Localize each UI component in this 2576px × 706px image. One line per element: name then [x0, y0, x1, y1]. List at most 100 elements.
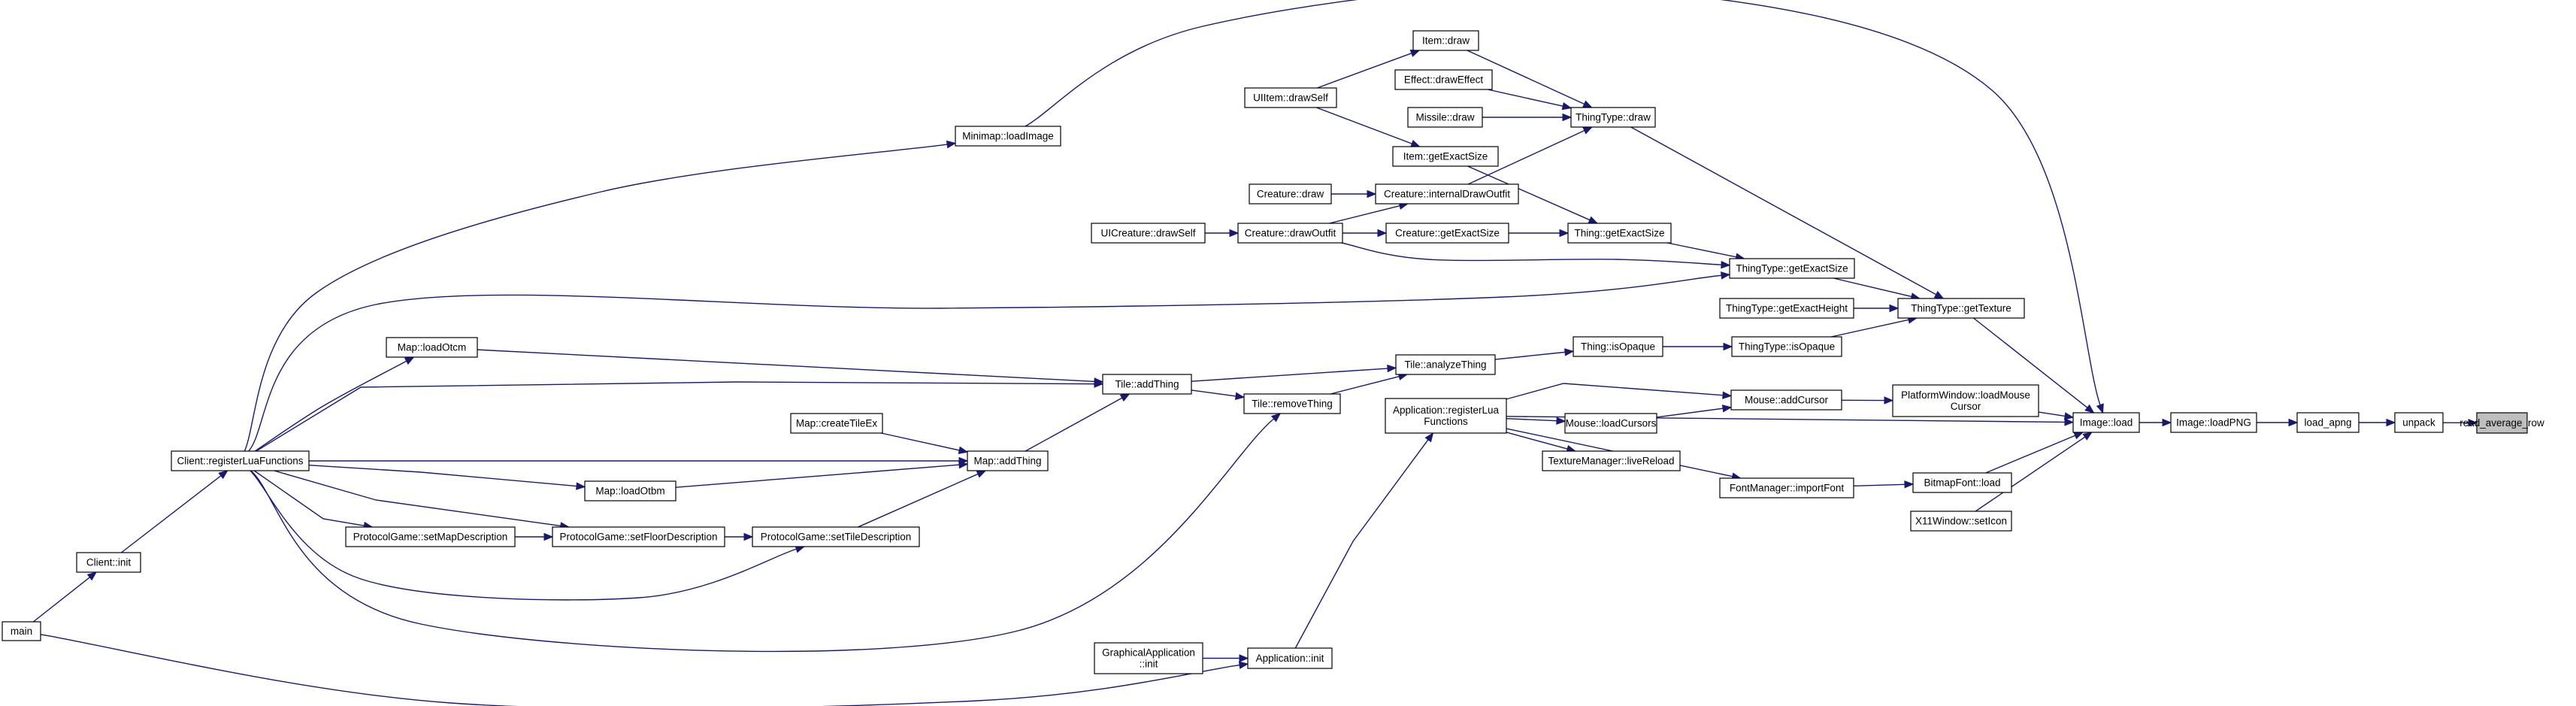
- node-label: PlatformWindow::loadMouse: [1901, 389, 2030, 401]
- edge-Client_registerLuaFunctions-to-ProtocolGame_setMapDescription: [253, 470, 374, 530]
- edge-arrowhead: [1564, 348, 1575, 356]
- node-Tile_addThing[interactable]: Tile::addThing: [1102, 374, 1192, 395]
- node-Thing_isOpaque[interactable]: Thing::isOpaque: [1573, 336, 1663, 357]
- node-ThingType_isOpaque[interactable]: ThingType::isOpaque: [1731, 336, 1842, 357]
- node-label: X11Window::setIcon: [1915, 516, 2007, 527]
- node-GraphicalApplication_init[interactable]: GraphicalApplication::init: [1094, 642, 1203, 674]
- edge-arrowhead: [2096, 403, 2104, 414]
- node-box: [967, 450, 1049, 471]
- edge-line: [1975, 436, 2086, 512]
- edge-UICreature_drawSelf-to-Creature_drawOutfit: [1205, 229, 1240, 238]
- node-Item_draw[interactable]: Item::draw: [1412, 30, 1479, 51]
- node-box: [1564, 413, 1657, 434]
- edge-arrowhead: [2064, 418, 2075, 426]
- edge-Image_loadPNG-to-load_apng: [2257, 418, 2299, 427]
- node-main[interactable]: main: [2, 621, 41, 641]
- edge-Creature_draw-to-Creature_internalDrawOutfit: [1331, 189, 1377, 198]
- edge-arrowhead: [2288, 418, 2299, 427]
- node-Image_load[interactable]: Image::load: [2072, 412, 2140, 433]
- node-box: [1237, 223, 1343, 244]
- node-ThingType_getTexture[interactable]: ThingType::getTexture: [1897, 298, 2025, 319]
- node-Creature_drawOutfit[interactable]: Creature::drawOutfit: [1237, 223, 1343, 244]
- node-unpack[interactable]: unpack: [2394, 412, 2444, 433]
- edge-line: [1316, 107, 1412, 144]
- node-label: Item::draw: [1422, 35, 1470, 47]
- node-Item_getExactSize[interactable]: Item::getExactSize: [1392, 146, 1499, 167]
- edge-Image_load-to-Image_loadPNG: [2139, 418, 2172, 427]
- node-Client_init[interactable]: Client::init: [76, 552, 141, 573]
- node-box: [2296, 412, 2360, 433]
- edge-ProtocolGame_setTileDescription-to-Map_addThing: [858, 470, 987, 528]
- node-Map_addThing[interactable]: Map::addThing: [967, 450, 1049, 471]
- edge-line: [1025, 0, 2101, 405]
- node-Tile_removeThing[interactable]: Tile::removeThing: [1243, 393, 1341, 414]
- node-UICreature_drawSelf[interactable]: UICreature::drawSelf: [1091, 223, 1206, 244]
- edge-Tile_addThing-to-Tile_analyzeThing: [1191, 364, 1397, 382]
- edge-main-to-Application_init: [40, 634, 1249, 706]
- edge-line: [250, 470, 797, 601]
- edge-Client_registerLuaFunctions-to-Tile_addThing: [256, 380, 1104, 452]
- edge-arrowhead: [958, 446, 969, 454]
- node-Client_registerLuaFunctions[interactable]: Client::registerLuaFunctions: [171, 450, 310, 471]
- edge-arrowhead: [1904, 480, 1915, 489]
- edge-line: [1985, 435, 2075, 474]
- node-ThingType_getExactSize[interactable]: ThingType::getExactSize: [1729, 258, 1855, 279]
- node-Creature_getExactSize[interactable]: Creature::getExactSize: [1385, 223, 1509, 244]
- node-BitmapFont_load[interactable]: BitmapFont::load: [1912, 472, 2012, 493]
- edge-X11Window_setIcon-to-Image_load: [1975, 432, 2093, 512]
- node-Creature_internalDrawOutfit[interactable]: Creature::internalDrawOutfit: [1375, 183, 1519, 205]
- node-box: [584, 480, 677, 501]
- node-box: [171, 450, 310, 471]
- edge-line: [250, 418, 1275, 653]
- node-Creature_draw[interactable]: Creature::draw: [1249, 183, 1332, 205]
- node-label: ProtocolGame::setFloorDescription: [559, 532, 717, 543]
- edge-line: [1025, 397, 1123, 452]
- node-Effect_drawEffect[interactable]: Effect::drawEffect: [1394, 69, 1493, 90]
- node-label: ::init: [1140, 659, 1158, 670]
- edge-arrowhead: [2082, 432, 2093, 441]
- node-Application_registerLuaFunctions[interactable]: Application::registerLuaFunctions: [1385, 398, 1507, 434]
- edge-line: [1833, 277, 1912, 298]
- edge-line: [2038, 411, 2066, 417]
- edge-arrowhead: [1410, 140, 1421, 147]
- node-read_average_row[interactable]: read_average_row: [2459, 412, 2544, 434]
- edge-arrowhead: [1239, 654, 1249, 662]
- edge-FontManager_importFont-to-BitmapFont_load: [1853, 480, 1915, 489]
- node-Minimap_loadImage[interactable]: Minimap::loadImage: [955, 126, 1061, 147]
- node-ProtocolGame_setFloorDescription[interactable]: ProtocolGame::setFloorDescription: [552, 526, 725, 547]
- node-Tile_analyzeThing[interactable]: Tile::analyzeThing: [1395, 354, 1496, 375]
- node-Mouse_addCursor[interactable]: Mouse::addCursor: [1730, 389, 1842, 411]
- edge-arrowhead: [218, 470, 229, 480]
- edge-arrowhead: [1094, 380, 1104, 388]
- edge-Map_createTileEx-to-Map_addThing: [880, 432, 969, 454]
- node-Map_loadOtbm[interactable]: Map::loadOtbm: [584, 480, 677, 501]
- node-UIItem_drawSelf[interactable]: UIItem::drawSelf: [1244, 87, 1337, 108]
- edge-line: [120, 475, 222, 553]
- node-label: BitmapFont::load: [1924, 477, 2000, 489]
- node-box: [1412, 30, 1479, 51]
- node-ProtocolGame_setTileDescription[interactable]: ProtocolGame::setTileDescription: [752, 526, 920, 547]
- edge-Mouse_addCursor-to-PlatformWindow_loadMouseCursor: [1841, 396, 1894, 405]
- edge-arrowhead: [1556, 417, 1566, 425]
- node-Mouse_loadCursors[interactable]: Mouse::loadCursors: [1564, 413, 1657, 434]
- node-Missile_draw[interactable]: Missile::draw: [1407, 107, 1483, 128]
- node-ProtocolGame_setMapDescription[interactable]: ProtocolGame::setMapDescription: [345, 526, 516, 547]
- node-FontManager_importFont[interactable]: FontManager::importFont: [1719, 477, 1854, 498]
- edge-line: [1666, 242, 1736, 258]
- node-Map_createTileEx[interactable]: Map::createTileEx: [790, 413, 883, 434]
- node-X11Window_setIcon[interactable]: X11Window::setIcon: [1910, 511, 2012, 532]
- node-box: [752, 526, 920, 547]
- node-load_apng[interactable]: load_apng: [2296, 412, 2360, 433]
- edge-Thing_isOpaque-to-ThingType_isOpaque: [1663, 342, 1733, 351]
- node-Map_loadOtcm[interactable]: Map::loadOtcm: [386, 337, 478, 358]
- node-ThingType_getExactHeight[interactable]: ThingType::getExactHeight: [1719, 298, 1854, 319]
- node-Application_init[interactable]: Application::init: [1247, 647, 1333, 669]
- node-label: Mouse::addCursor: [1745, 395, 1829, 406]
- node-Image_loadPNG[interactable]: Image::loadPNG: [2170, 412, 2257, 433]
- node-TextureManager_liveReload[interactable]: TextureManager::liveReload: [1542, 450, 1681, 471]
- node-Thing_getExactSize[interactable]: Thing::getExactSize: [1567, 223, 1672, 244]
- node-ThingType_draw[interactable]: ThingType::draw: [1570, 107, 1656, 128]
- edge-line: [1630, 126, 1936, 295]
